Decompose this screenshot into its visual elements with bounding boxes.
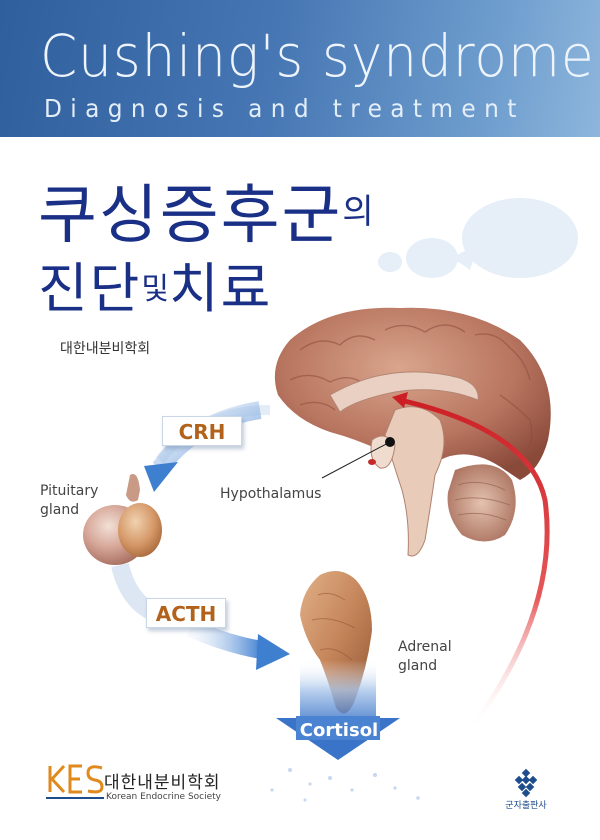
title-banner: Cushing's syndrome Diagnosis and treatme…: [0, 0, 600, 137]
pituitary-gland-label: Pituitary gland: [40, 482, 98, 520]
korean-title-line2: 진단및치료: [38, 244, 272, 323]
decorative-dots: [270, 768, 420, 802]
adrenal-label-line1: Adrenal: [398, 639, 452, 655]
adrenal-label-line2: gland: [398, 658, 438, 674]
decorative-bubbles: [378, 198, 578, 278]
kes-logo: [46, 764, 104, 799]
korean-title-line1: 쿠싱증후군의: [38, 164, 374, 256]
society-english-name: Korean Endocrine Society: [106, 792, 222, 802]
hypothalamus-label: Hypothalamus: [220, 486, 322, 502]
publisher-logo-icon: [514, 768, 538, 798]
pituitary-label-line1: Pituitary: [40, 483, 99, 499]
adrenal-gland-label: Adrenal gland: [398, 638, 452, 676]
publisher-name: 군자출판사: [505, 801, 547, 811]
author-name: 대한내분비학회: [60, 341, 151, 357]
korean-title-suffix: 의: [342, 192, 374, 232]
english-subtitle: Diagnosis and treatment: [44, 94, 525, 123]
adrenal-gland-illustration: [300, 571, 372, 714]
korean-title-part2: 치료: [168, 257, 273, 320]
english-title: Cushing's syndrome: [40, 22, 595, 90]
crh-label: CRH: [162, 416, 242, 446]
society-korean-name: 대한내분비학회: [104, 773, 221, 793]
cortisol-arrow: [276, 660, 400, 760]
cortisol-label: Cortisol: [299, 720, 379, 741]
brain-illustration: [274, 307, 551, 557]
korean-title-part1: 진단: [38, 257, 142, 320]
korean-title-main: 쿠싱증후군: [38, 179, 343, 253]
acth-label: ACTH: [146, 598, 226, 628]
pituitary-label-line2: gland: [40, 502, 80, 518]
korean-title-conjunction: 및: [141, 272, 169, 307]
